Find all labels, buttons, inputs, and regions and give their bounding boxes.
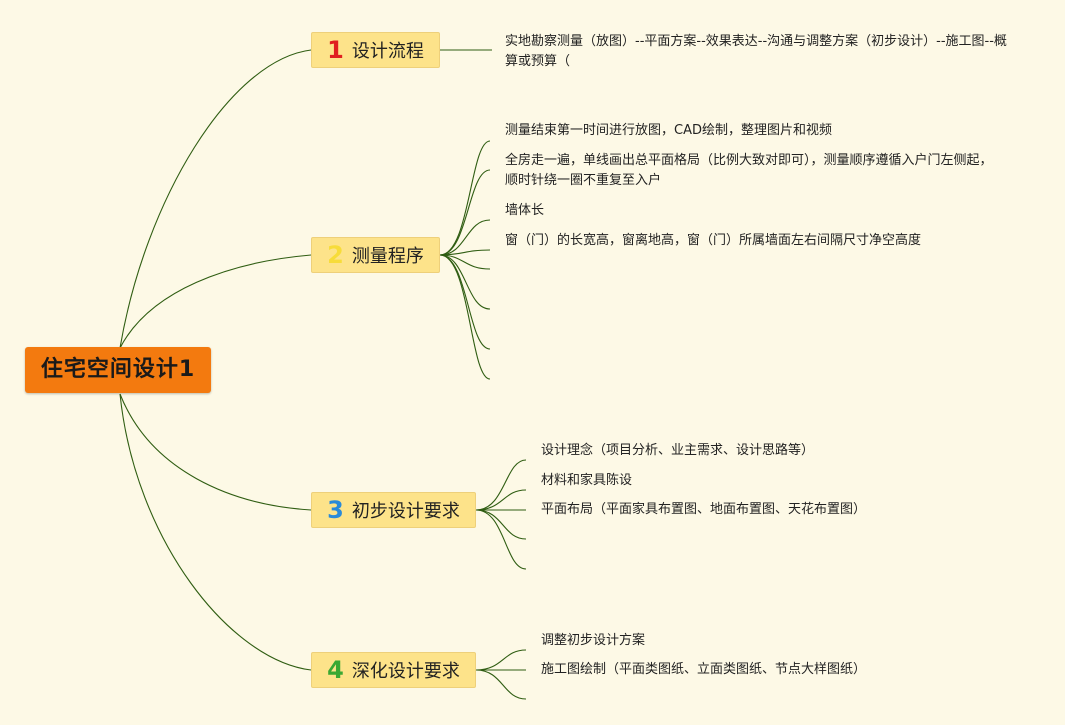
connector-b2-leaf2 (439, 169, 491, 256)
leaf-measurement-4[interactable]: 窗（门）的长宽高，窗离地高，窗（门）所属墙面左右间隔尺寸净空高度 (505, 233, 922, 248)
connector-b2-leaf6 (439, 254, 491, 310)
connector-root-branch3 (119, 393, 312, 511)
leaf-preliminary-3[interactable]: 平面布局（平面家具布置图、地面布置图、天花布置图） (541, 502, 867, 517)
leaf-measurement-1[interactable]: 测量结束第一时间进行放图，CAD绘制，整理图片和视频 (505, 123, 832, 138)
branch-preliminary-design[interactable]: 3 初步设计要求 (311, 492, 476, 528)
branch-label: 测量程序 (351, 246, 424, 267)
connector-b4-leaf1 (475, 649, 527, 671)
leaf-measurement-2[interactable]: 全房走一遍，单线画出总平面格局（比例大致对即可），测量顺序遵循入户门左侧起，顺时… (505, 153, 993, 188)
branch-design-process[interactable]: 1 设计流程 (311, 32, 440, 68)
branch-label: 设计流程 (351, 41, 424, 62)
leaf-detailed-2[interactable]: 施工图绘制（平面类图纸、立面类图纸、节点大样图纸） (541, 662, 867, 677)
number-one-icon: 1 (327, 36, 344, 64)
leaf-measurement-3[interactable]: 墙体长 (505, 203, 545, 218)
connector-b3-leaf1 (475, 459, 527, 511)
leaf-preliminary-2[interactable]: 材料和家具陈设 (541, 473, 633, 488)
connector-b4-leaf3 (475, 669, 527, 700)
leaf-detailed-1[interactable]: 调整初步设计方案 (541, 633, 646, 648)
branch-label: 深化设计要求 (351, 661, 460, 682)
connector-root-branch1 (119, 49, 312, 349)
connector-b3-leaf2 (475, 489, 527, 511)
branch-label: 初步设计要求 (351, 501, 460, 522)
connector-b3-leaf5 (475, 509, 527, 570)
leaf-design-process-steps[interactable]: 实地勘察测量（放图）--平面方案--效果表达--沟通与调整方案（初步设计）--施… (505, 34, 1007, 69)
number-four-icon: 4 (327, 656, 344, 684)
connector-root-branch2 (119, 254, 312, 349)
branch-detailed-design[interactable]: 4 深化设计要求 (311, 652, 476, 688)
root-topic[interactable]: 住宅空间设计1 (25, 347, 211, 393)
connector-b2-leaf3 (439, 219, 491, 256)
connector-b3-leaf4 (475, 509, 527, 540)
branch-measurement-procedure[interactable]: 2 测量程序 (311, 237, 440, 273)
number-two-icon: 2 (327, 241, 344, 269)
leaf-preliminary-1[interactable]: 设计理念（项目分析、业主需求、设计思路等） (541, 443, 815, 458)
connector-root-branch4 (119, 393, 312, 671)
connector-b2-leaf1 (439, 140, 491, 256)
connector-b2-leaf8 (439, 254, 491, 380)
number-three-icon: 3 (327, 496, 344, 524)
